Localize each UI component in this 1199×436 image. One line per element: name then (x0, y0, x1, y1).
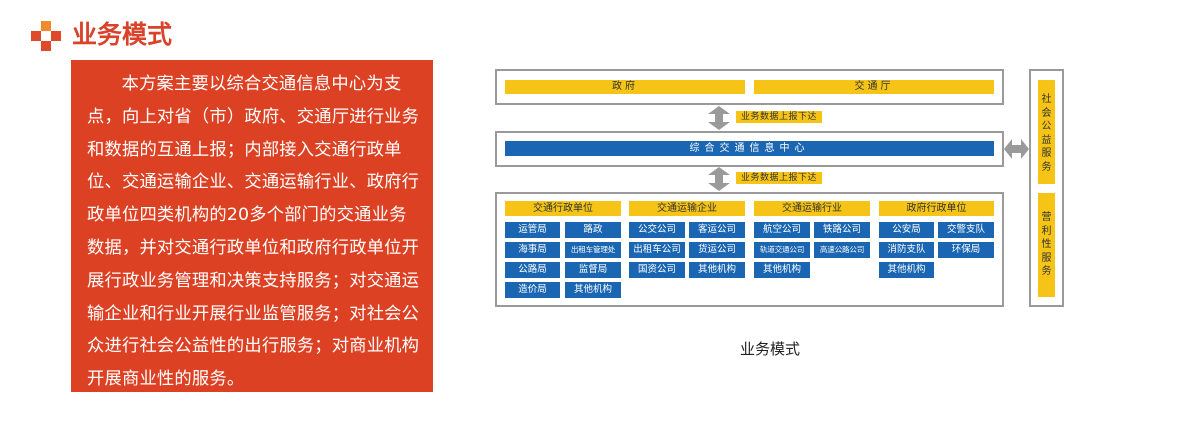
department-cell: 交警支队 (938, 222, 994, 238)
department-cell: 货运公司 (689, 242, 745, 258)
department-cell: 出租车管理处 (565, 242, 621, 258)
department-cell: 路政 (565, 222, 621, 238)
government-bar: 政府 (505, 80, 745, 94)
department-cell: 高速公路公司 (814, 242, 870, 258)
service-char: 公 (1041, 121, 1052, 132)
department-cell: 其他机构 (879, 262, 934, 278)
page-title: 业务模式 (72, 20, 173, 49)
service-char: 社 (1041, 94, 1052, 105)
department-cell: 轨道交通公司 (754, 242, 810, 258)
department-cell: 铁路公司 (814, 222, 870, 238)
department-cell: 运管局 (505, 222, 560, 238)
department-cell: 公交公司 (629, 222, 685, 238)
profit-service-bar: 营 利 性 服 务 (1038, 193, 1055, 297)
data-flow-label: 业务数据上报下达 (736, 172, 822, 184)
department-cell: 环保局 (938, 242, 994, 258)
service-char: 务 (1041, 161, 1052, 173)
department-cell: 消防支队 (879, 242, 934, 258)
description-text: 本方案主要以综合交通信息中心为支点，向上对省（市）政府、交通厅进行业务和数据的互… (87, 74, 420, 390)
up-down-arrow-icon (708, 167, 730, 191)
service-char: 利 (1041, 225, 1052, 237)
category-title: 交通行政单位 (505, 201, 621, 216)
category-title: 交通运输行业 (754, 201, 870, 216)
department-cell: 国资公司 (629, 262, 685, 278)
service-char: 营 (1041, 212, 1052, 223)
service-char: 服 (1041, 252, 1052, 264)
department-cell: 出租车公司 (629, 242, 685, 258)
service-char: 性 (1041, 239, 1052, 250)
description-panel (71, 60, 433, 392)
category-title: 政府行政单位 (879, 201, 994, 216)
department-cell: 航空公司 (754, 222, 810, 238)
up-down-arrow-icon (708, 106, 730, 130)
service-char: 益 (1041, 134, 1052, 146)
service-char: 服 (1041, 148, 1052, 159)
transport-department-bar: 交通厅 (754, 80, 994, 94)
service-char: 务 (1041, 266, 1052, 277)
data-flow-label: 业务数据上报下达 (736, 111, 822, 123)
department-cell: 造价局 (505, 282, 560, 298)
department-cell: 监督局 (565, 262, 621, 278)
service-char: 会 (1041, 107, 1052, 119)
department-cell: 海事局 (505, 242, 560, 258)
public-welfare-service-bar: 社 会 公 益 服 务 (1038, 80, 1055, 184)
department-cell: 其他机构 (754, 262, 810, 278)
department-cell: 公安局 (879, 222, 934, 238)
department-cell: 其他机构 (565, 282, 621, 298)
left-right-arrow-icon (1004, 139, 1029, 159)
department-cell: 客运公司 (689, 222, 745, 238)
category-title: 交通运输企业 (629, 201, 745, 216)
department-cell: 公路局 (505, 262, 560, 278)
department-cell: 其他机构 (689, 262, 745, 278)
info-center-bar: 综合交通信息中心 (505, 141, 994, 156)
diagram-caption: 业务模式 (739, 340, 800, 358)
orange-cross-icon (31, 21, 61, 51)
